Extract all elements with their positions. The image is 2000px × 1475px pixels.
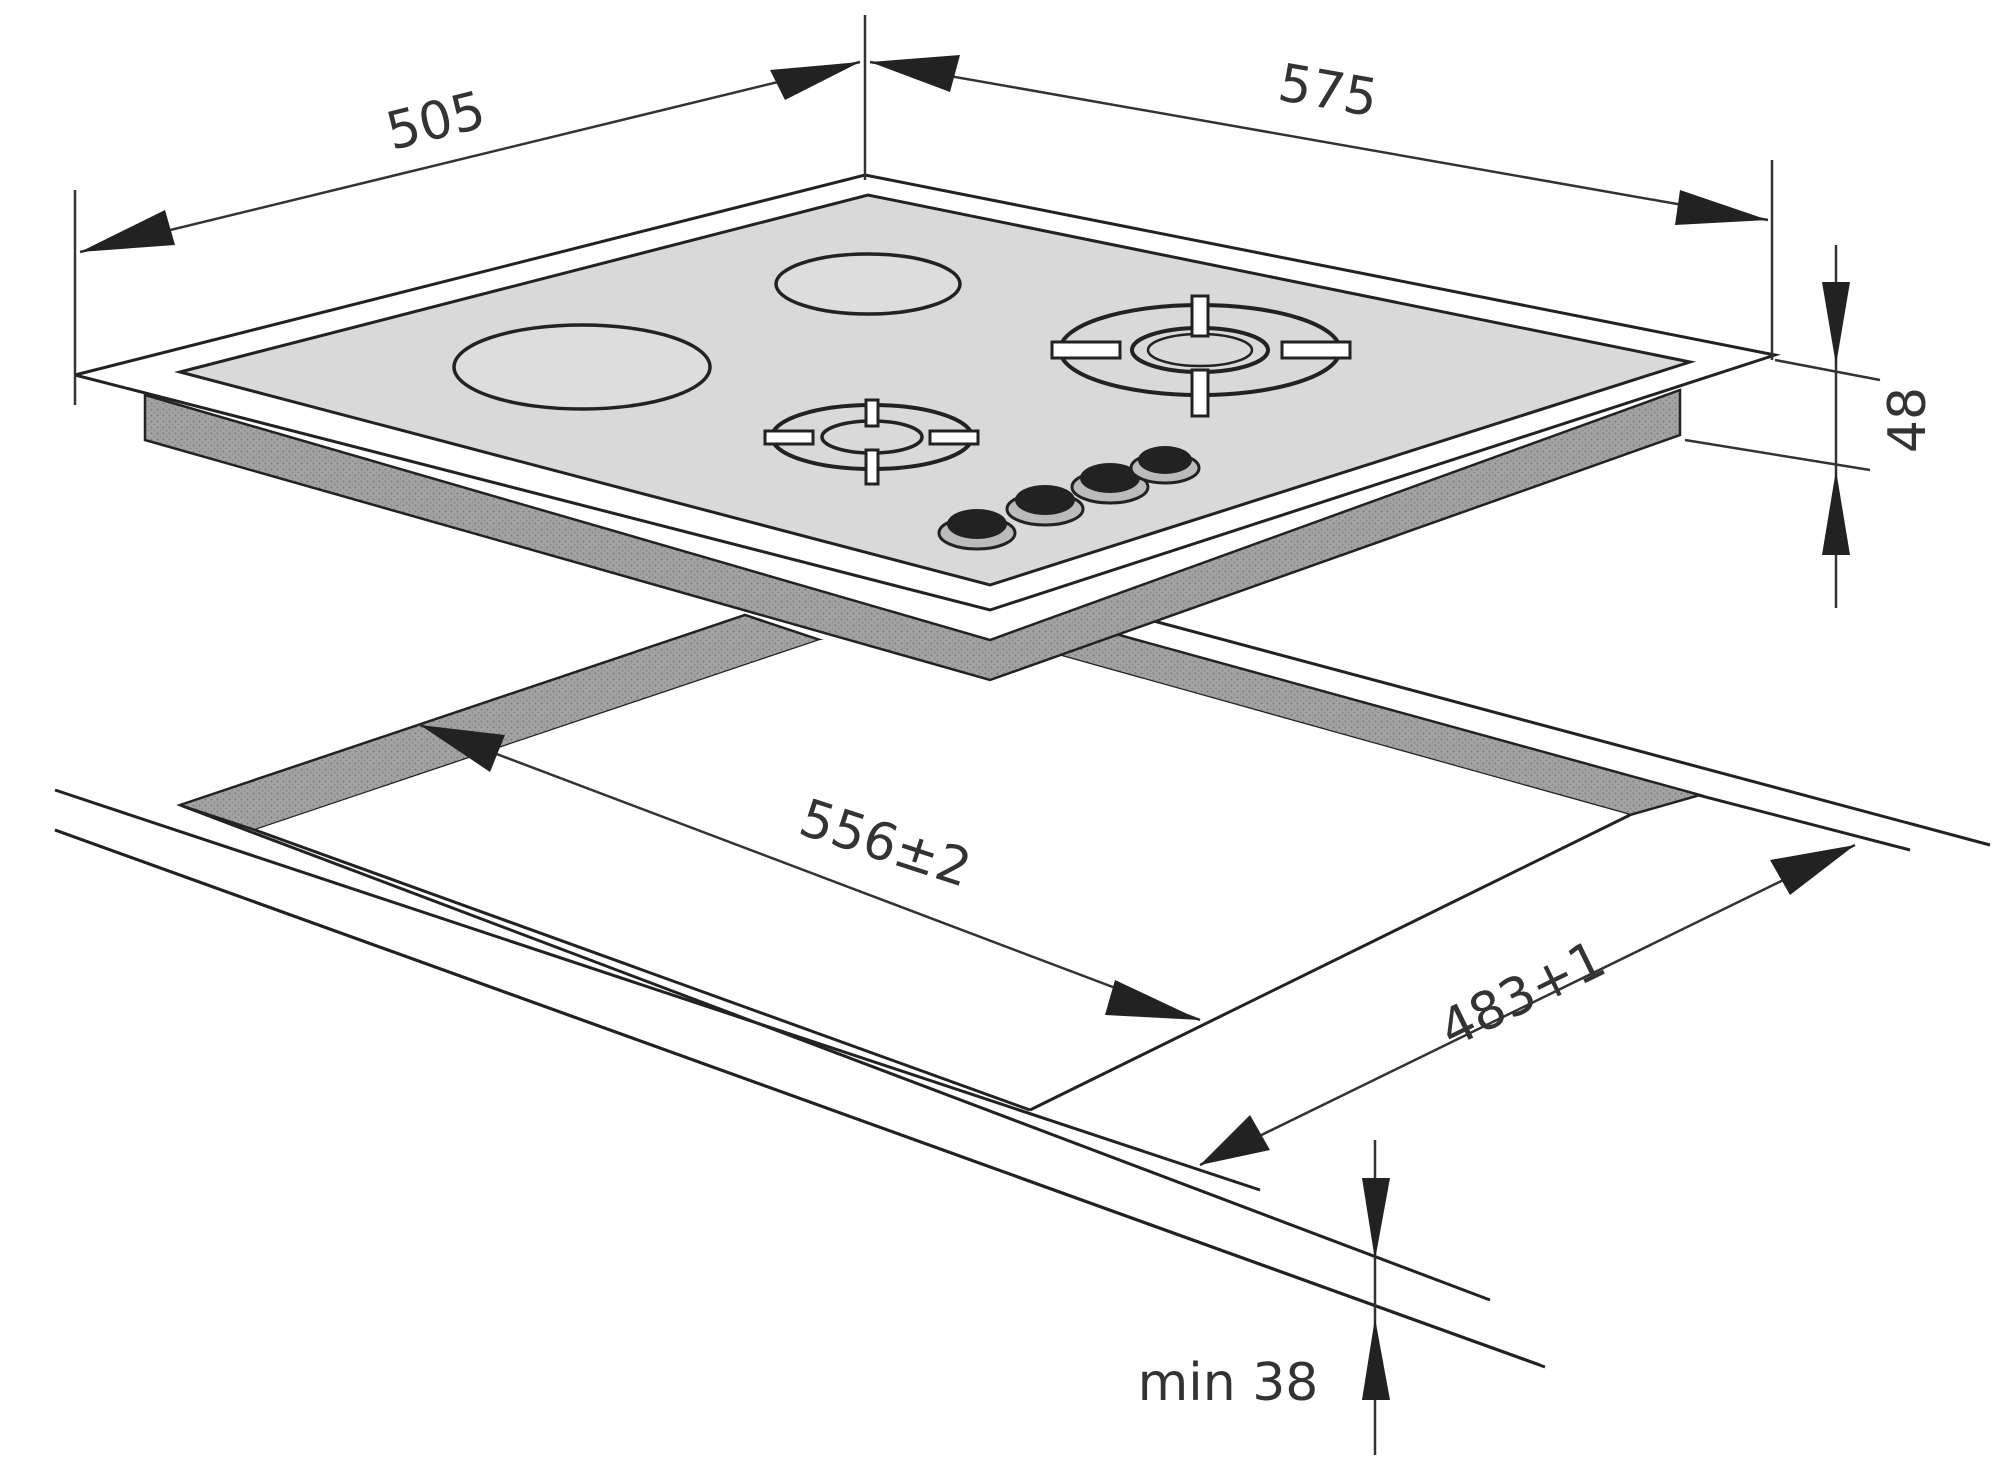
worktop-front-lip xyxy=(179,803,1491,1302)
cutout-right-edge xyxy=(1029,813,1631,1112)
arrow-worktop-top xyxy=(1362,1178,1390,1260)
control-knobs xyxy=(937,446,1201,551)
arrow-cutout-depth-right xyxy=(1770,845,1855,895)
dimension-depth: 575 xyxy=(869,53,1774,360)
hob-surface xyxy=(174,193,1696,587)
dimension-worktop-thickness: min 38 xyxy=(1138,1140,1390,1455)
worktop-back-edge xyxy=(1149,618,1991,847)
knob-2[interactable] xyxy=(1005,485,1085,527)
arrow-width-right xyxy=(770,62,860,100)
worktop-front-edge-bottom xyxy=(54,828,1546,1369)
gas-burner-large xyxy=(1050,294,1352,418)
label-height: 48 xyxy=(1878,387,1938,453)
arrow-depth-right xyxy=(1675,190,1768,225)
arrow-height-top xyxy=(1822,282,1850,365)
arrow-worktop-bottom xyxy=(1362,1318,1390,1400)
cutout-front-edge xyxy=(254,828,1031,1112)
label-depth: 575 xyxy=(1274,53,1382,129)
arrow-cutout-length-left xyxy=(420,725,505,772)
label-worktop-min: min 38 xyxy=(1138,1353,1319,1413)
gas-burner-small xyxy=(763,398,980,486)
worktop-front-edge-top xyxy=(54,788,1261,1192)
knob-1[interactable] xyxy=(937,509,1017,551)
hob-side xyxy=(143,388,1682,682)
hotplate-large xyxy=(452,323,712,411)
label-width: 505 xyxy=(380,80,491,162)
cutout-opening xyxy=(255,640,1630,1110)
hob xyxy=(74,173,1781,682)
hotplate-small xyxy=(774,252,962,316)
worktop xyxy=(54,613,1991,1369)
knob-3[interactable] xyxy=(1070,463,1150,505)
arrow-height-bottom xyxy=(1822,470,1850,555)
label-cutout-depth: 483+1 xyxy=(1430,929,1614,1060)
knob-4[interactable] xyxy=(1129,446,1201,485)
dimension-height: 48 xyxy=(1684,245,1938,608)
arrow-cutout-length-right xyxy=(1105,980,1200,1020)
arrow-cutout-depth-left xyxy=(1200,1115,1270,1165)
arrow-width-left xyxy=(80,210,175,252)
arrow-depth-left xyxy=(870,55,960,92)
